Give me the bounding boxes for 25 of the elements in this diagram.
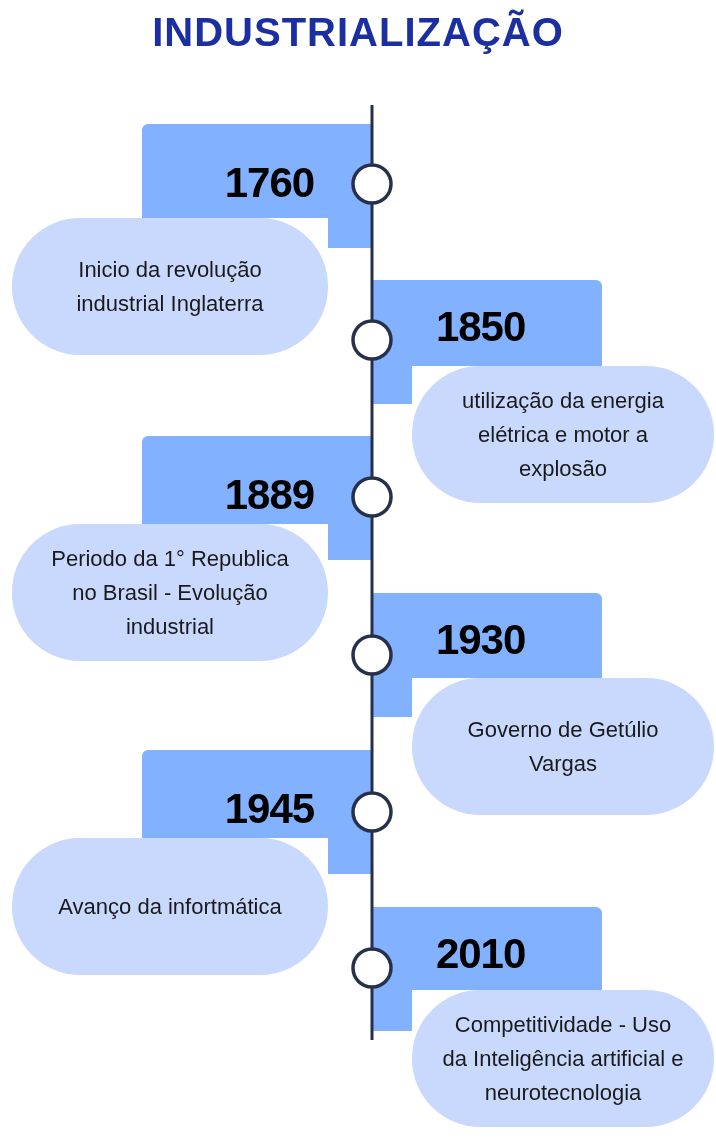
event-pill [12,524,328,661]
year-label: 2010 [436,933,526,975]
event-description: Inicio da revolução industrial Inglaterra [75,255,265,318]
title: INDUSTRIALIZAÇÃO [151,8,565,56]
year-label: 1930 [436,619,526,661]
year-label: 1889 [224,474,314,516]
year-label: 1850 [436,306,526,348]
year-label: 1945 [224,788,314,830]
year-box [372,593,602,678]
event-pill [412,678,714,815]
year-box [372,907,602,990]
event-description: Governo de Getúlio Vargas [466,715,660,778]
event-pill [12,218,328,355]
event-pill [12,838,328,975]
event-pill [412,990,714,1127]
event-description: Periodo da 1° Republica no Brasil - Evolução industrial [50,544,290,641]
year-box [142,124,372,218]
year-box [142,436,372,524]
event-description: utilização da energia elétrica e motor a explosão [461,386,665,483]
event-pill [412,366,714,503]
event-description: Competitividade - Uso da Inteligência artificial e neurotecnologia [442,1010,684,1107]
event-description: Avanço da infortmática [58,892,282,921]
year-box [372,280,602,366]
year-box [142,750,372,838]
year-label: 1760 [224,162,314,204]
